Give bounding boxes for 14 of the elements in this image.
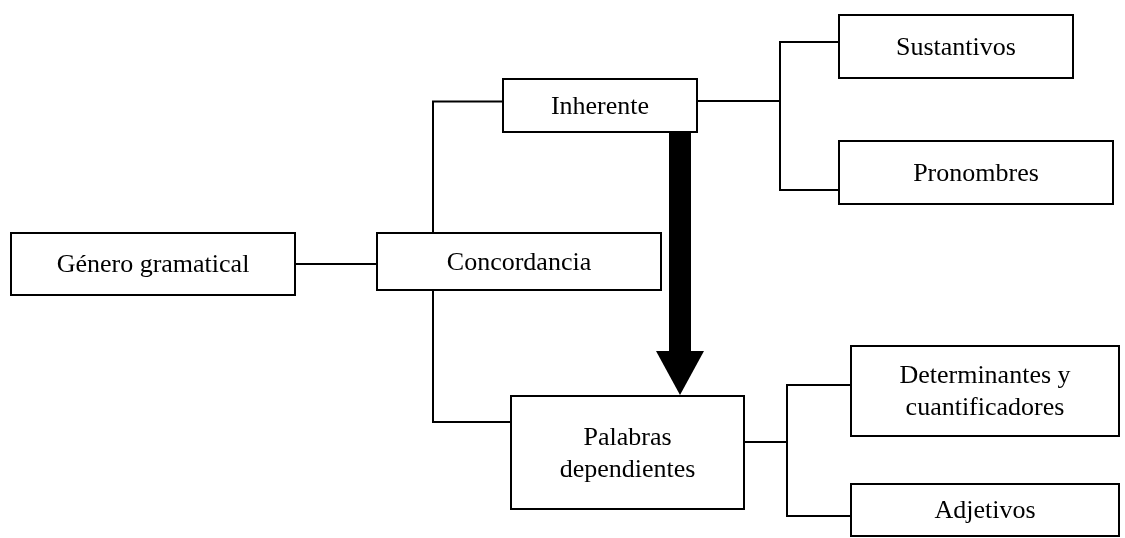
concept-box: Adjetivos	[850, 483, 1120, 537]
concept-box: Sustantivos	[838, 14, 1074, 79]
concept-box: Determinantes y cuantificadores	[850, 345, 1120, 437]
concept-box: Pronombres	[838, 140, 1114, 205]
arrow	[656, 133, 704, 395]
connector-line	[432, 290, 511, 423]
concept-box: Palabras dependientes	[510, 395, 745, 510]
concept-box: Género gramatical	[10, 232, 296, 296]
concept-box: Inherente	[502, 78, 698, 133]
connector-line	[744, 441, 851, 517]
connector-line	[697, 100, 839, 191]
connector-line	[432, 100, 503, 233]
concept-box: Concordancia	[376, 232, 662, 291]
connector-line	[295, 263, 377, 265]
